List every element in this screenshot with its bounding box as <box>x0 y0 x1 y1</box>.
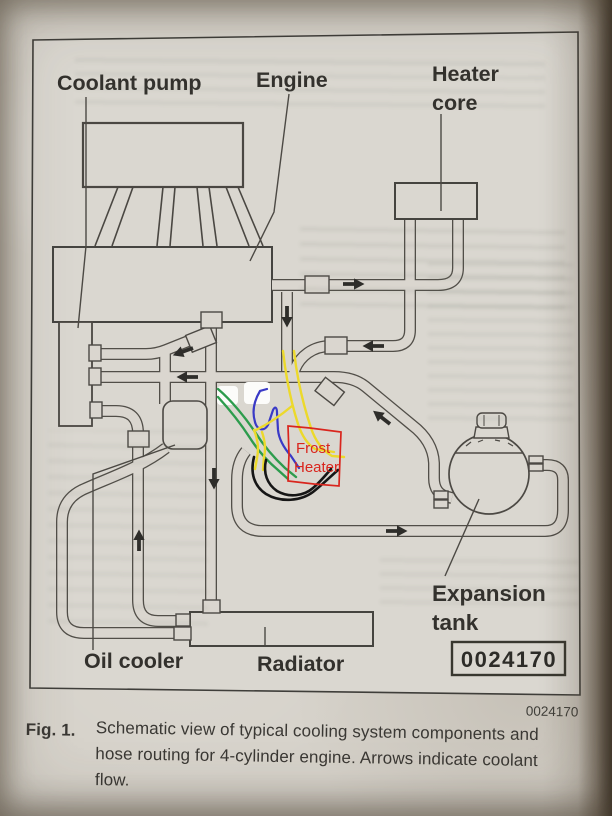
coolant-hoses <box>56 219 569 639</box>
part-number-below-text: 0024170 <box>526 704 579 720</box>
label-expansion-tank-line1: Expansion <box>432 581 546 606</box>
radiator-left-fitting <box>175 613 191 627</box>
radiator <box>189 611 374 647</box>
engine-block <box>52 246 273 323</box>
label-radiator: Radiator <box>257 652 345 676</box>
frost-heater-label-line2: Heater <box>294 459 339 476</box>
black-hose-markup <box>251 455 340 502</box>
heater-core <box>394 182 478 220</box>
frost-heater-label-line1: Frost <box>296 440 331 457</box>
hand-annotations: Frost Heater <box>216 349 346 502</box>
label-heater-core-line1: Heater <box>432 62 500 86</box>
label-coolant-pump: Coolant pump <box>57 71 202 95</box>
leader-lines <box>77 93 480 650</box>
clamp <box>304 275 330 294</box>
pump-fitting <box>88 367 102 386</box>
tank-cap-neck <box>473 426 510 439</box>
intake-manifold <box>81 121 264 247</box>
tank-right-fitting <box>528 455 544 464</box>
clamp <box>184 324 218 354</box>
label-engine: Engine <box>256 68 328 92</box>
tank-left-fitting <box>433 499 449 509</box>
pump-fitting <box>89 401 103 419</box>
clamp <box>314 376 346 407</box>
clamp <box>127 430 150 448</box>
blue-hose-markup <box>252 387 301 470</box>
tank-left-fitting <box>433 490 449 500</box>
label-expansion-tank-line2: tank <box>432 610 479 635</box>
radiator-left-fitting <box>173 626 192 641</box>
oil-cooler <box>162 400 208 450</box>
frost-heater-box <box>287 425 342 487</box>
figure-caption: Fig. 1. Schematic view of typical coolin… <box>25 714 591 801</box>
hose-clamps <box>88 275 544 641</box>
figure-caption-number: Fig. 1. <box>25 719 76 740</box>
coolant-pump-body <box>58 321 93 427</box>
clamp <box>200 311 223 329</box>
label-oil-cooler: Oil cooler <box>84 649 184 673</box>
clamp <box>324 336 348 355</box>
part-number-boxed-text: 0024170 <box>461 647 557 672</box>
tank-right-fitting <box>528 463 544 472</box>
pump-fitting <box>88 344 102 362</box>
expansion-tank <box>448 412 530 515</box>
part-number-box: 0024170 <box>450 640 567 677</box>
tank-weld-dashes <box>465 439 514 447</box>
radiator-top-fitting <box>202 599 221 614</box>
tank-cap <box>476 412 507 429</box>
label-heater-core-line2: core <box>432 91 477 115</box>
